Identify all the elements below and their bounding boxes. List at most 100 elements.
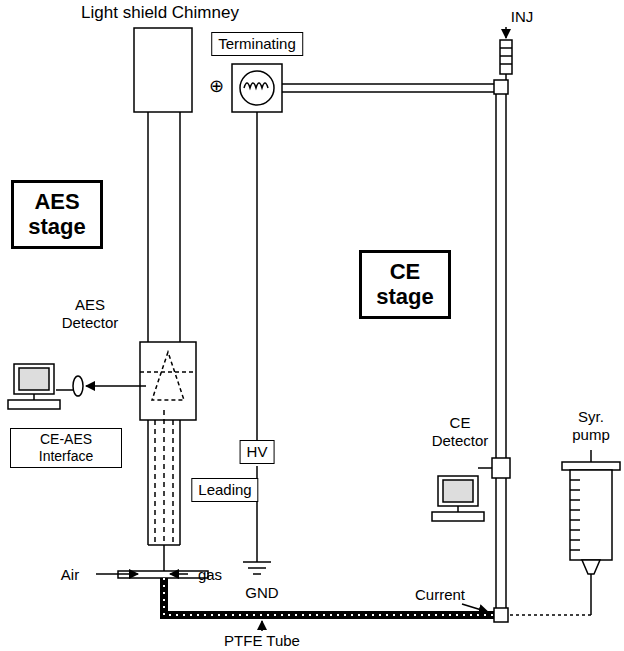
syringe-pump xyxy=(570,509,580,511)
nebulizer xyxy=(170,573,188,575)
capillary xyxy=(494,80,508,94)
capillary xyxy=(492,80,510,622)
node-text: AES stage xyxy=(18,189,96,240)
interface-tube xyxy=(148,410,180,545)
chimney xyxy=(147,112,149,342)
tube-label: PTFE Tube xyxy=(224,632,300,650)
chimney xyxy=(134,28,192,112)
syringe-pump xyxy=(570,539,580,541)
capillary xyxy=(492,458,510,478)
hv-wire xyxy=(248,567,266,569)
computer-ce xyxy=(432,468,492,521)
syringe-pump xyxy=(508,450,620,615)
hv-wire xyxy=(243,561,271,563)
syringe-pump xyxy=(570,549,580,551)
aes-detector xyxy=(56,389,73,391)
node-text: Terminating xyxy=(218,35,296,53)
interface-box: CE-AES Interface xyxy=(10,428,122,468)
ptfe-tube xyxy=(261,621,263,631)
aes-detector xyxy=(86,385,146,387)
power-supply xyxy=(244,83,268,88)
capillary xyxy=(505,80,507,612)
syringe-pump xyxy=(570,499,580,501)
injector xyxy=(500,47,512,49)
computer-ce xyxy=(432,512,484,521)
aes-housing xyxy=(140,342,196,420)
computer-ce xyxy=(443,480,473,502)
computer-aes xyxy=(19,368,49,390)
node-text: HV xyxy=(247,443,268,461)
nebulizer xyxy=(96,573,138,575)
power-supply xyxy=(282,83,496,85)
current-arrow xyxy=(462,604,488,612)
injector-label: INJ xyxy=(511,8,534,26)
power-box: HV xyxy=(240,440,275,464)
aes-detector xyxy=(56,376,146,396)
syringe-pump xyxy=(570,519,580,521)
computer-aes xyxy=(33,394,35,400)
syringe-pump xyxy=(570,489,580,491)
gas-label: gas xyxy=(198,566,222,584)
gas-label: Air xyxy=(61,566,79,584)
syringe-pump xyxy=(562,462,620,470)
ground-label: GND xyxy=(245,584,278,602)
power-supply xyxy=(232,64,282,112)
detector-label: AES Detector xyxy=(50,296,130,332)
electrode-box: Terminating xyxy=(211,32,303,56)
capillary xyxy=(494,608,508,622)
chimney-label: Light shield Chimney xyxy=(81,3,239,23)
injector xyxy=(500,63,512,65)
syringe-pump xyxy=(582,560,600,574)
chimney xyxy=(179,112,181,342)
power-supply xyxy=(282,91,496,93)
hv-wire xyxy=(243,112,271,574)
interface-tube xyxy=(172,420,174,545)
syringe-pump xyxy=(570,480,580,550)
computer-aes xyxy=(8,400,60,409)
node-text: CE stage xyxy=(366,259,444,310)
aes-housing xyxy=(152,352,184,400)
nebulizer xyxy=(96,545,208,578)
interface-tube xyxy=(163,410,165,545)
node-text: CE-AES Interface xyxy=(17,431,115,465)
ptfe-tube xyxy=(164,578,500,631)
polarity-mark: ⊕ xyxy=(209,76,224,98)
stage-box: CE stage xyxy=(359,250,451,319)
injector xyxy=(500,40,512,74)
pump-label: Syr. pump xyxy=(561,408,621,444)
computer-ce xyxy=(478,467,492,469)
injector xyxy=(505,27,507,38)
injector xyxy=(500,55,512,57)
stage-box: AES stage xyxy=(11,180,103,249)
injector xyxy=(505,74,507,80)
syringe-pump xyxy=(590,450,592,462)
aes-housing xyxy=(140,342,196,420)
interface-tube xyxy=(154,420,156,545)
syringe-pump xyxy=(590,574,592,615)
hv-wire xyxy=(256,112,258,440)
interface-tube xyxy=(147,420,149,545)
chimney xyxy=(134,28,192,342)
current-label: Current xyxy=(415,586,465,604)
node-text: Leading xyxy=(198,481,251,499)
syringe-pump xyxy=(508,614,591,616)
ptfe-tube xyxy=(164,578,500,615)
detector-label: CE Detector xyxy=(425,414,495,450)
computer-ce xyxy=(457,506,459,512)
computer-aes xyxy=(8,364,60,409)
interface-tube xyxy=(179,420,181,545)
nebulizer xyxy=(163,545,165,571)
aes-housing xyxy=(140,371,196,373)
electrode-box: Leading xyxy=(191,478,258,502)
syringe-pump xyxy=(570,470,612,560)
capillary xyxy=(495,80,497,612)
aes-detector xyxy=(73,376,83,396)
hv-wire xyxy=(253,573,261,575)
ptfe-tube xyxy=(164,578,500,615)
current-arrow xyxy=(462,604,488,612)
syringe-pump xyxy=(570,479,580,481)
computer-ce xyxy=(438,476,478,506)
injector xyxy=(500,27,512,80)
power-supply xyxy=(232,64,496,112)
